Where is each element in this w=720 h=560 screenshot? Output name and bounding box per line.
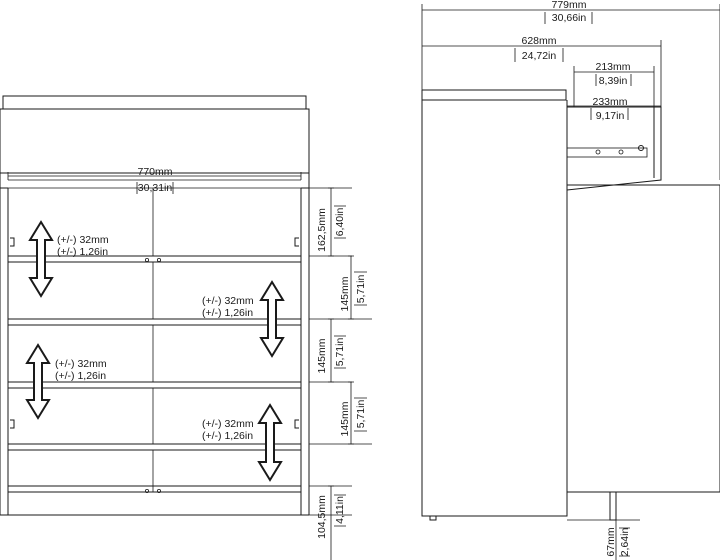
dimension-total-depth: 779mm 30,66in (421, 0, 720, 180)
adj-3-in: (+/-) 1,26in (55, 370, 106, 382)
side-lower-section (567, 184, 720, 492)
dim-104-mm: 104,5mm (316, 495, 328, 539)
frame-top-rail (8, 179, 301, 189)
side-body-outline (421, 90, 720, 517)
dimension-drawer-extension: 233mm 9,17in (567, 96, 661, 122)
drawer-mm: 213mm (595, 61, 630, 73)
bottom-base (0, 485, 309, 516)
dim-145-b-mm: 145mm (316, 338, 328, 373)
dim-145-c-in: 5,71in (355, 400, 367, 429)
dimension-body-depth: 628mm 24,72in (422, 35, 662, 180)
shelf-3 (7, 381, 302, 389)
total-mm: 779mm (551, 0, 586, 11)
adj-2-in: (+/-) 1,26in (202, 307, 253, 319)
dimension-leg-height: 67mm 2,64in (567, 492, 640, 560)
dim-145-a-in: 5,71in (355, 275, 367, 304)
depth-in: 24,72in (522, 50, 557, 62)
adj-1-mm: (+/-) 32mm (57, 234, 109, 246)
adjust-arrow-1: (+/-) 32mm (+/-) 1,26in (28, 220, 109, 298)
leg-in: 2,64in (619, 528, 631, 557)
top-drawer (0, 108, 310, 174)
right-side-panel (300, 173, 310, 515)
front-view: 770mm 30,31in 162,5mm 6,40in 145mm 5,71i… (0, 95, 372, 560)
drawer-runner (566, 145, 648, 158)
adj-2-mm: (+/-) 32mm (202, 295, 254, 307)
hinge-marks (10, 237, 299, 493)
dim-145-c-mm: 145mm (339, 401, 351, 436)
side-top-slab (422, 89, 567, 101)
depth-mm: 628mm (521, 35, 556, 47)
dim-145-a-mm: 145mm (339, 276, 351, 311)
adj-4-in: (+/-) 1,26in (202, 430, 253, 442)
adj-3-mm: (+/-) 32mm (55, 358, 107, 370)
dim-162-in: 6,40in (334, 208, 346, 237)
dimension-shelf-spacing: 162,5mm 6,40in 145mm 5,71in 145mm 5,71in… (309, 187, 372, 560)
dim-145-b-in: 5,71in (334, 338, 346, 367)
shelf-4 (7, 443, 302, 451)
leg-mm: 67mm (605, 527, 617, 556)
dim-104-in: 4,11in (334, 496, 346, 524)
drawer-in: 8,39in (599, 75, 628, 87)
adjust-arrow-4: (+/-) 32mm (+/-) 1,26in (202, 403, 283, 482)
dimension-width: 770mm 30,31in (7, 166, 302, 194)
left-side-panel (0, 173, 9, 515)
width-in-label: 30,31in (138, 182, 173, 194)
dim-162-mm: 162,5mm (316, 208, 328, 252)
width-mm-label: 770mm (137, 166, 172, 178)
top-slab (2, 95, 307, 110)
adjust-arrow-3: (+/-) 32mm (+/-) 1,26in (25, 343, 107, 420)
adj-1-in: (+/-) 1,26in (57, 246, 108, 258)
dimension-drawer-pull: 213mm 8,39in (573, 61, 655, 107)
ext-in: 9,17in (596, 110, 625, 122)
adjust-arrow-2: (+/-) 32mm (+/-) 1,26in (202, 280, 285, 358)
total-in: 30,66in (552, 12, 587, 24)
side-view: 779mm 30,66in 628mm 24,72in 213mm 8,39in… (421, 0, 720, 560)
shelf-2 (7, 318, 302, 326)
ext-mm: 233mm (592, 96, 627, 108)
shelf-1 (7, 255, 302, 263)
adj-4-mm: (+/-) 32mm (202, 418, 254, 430)
